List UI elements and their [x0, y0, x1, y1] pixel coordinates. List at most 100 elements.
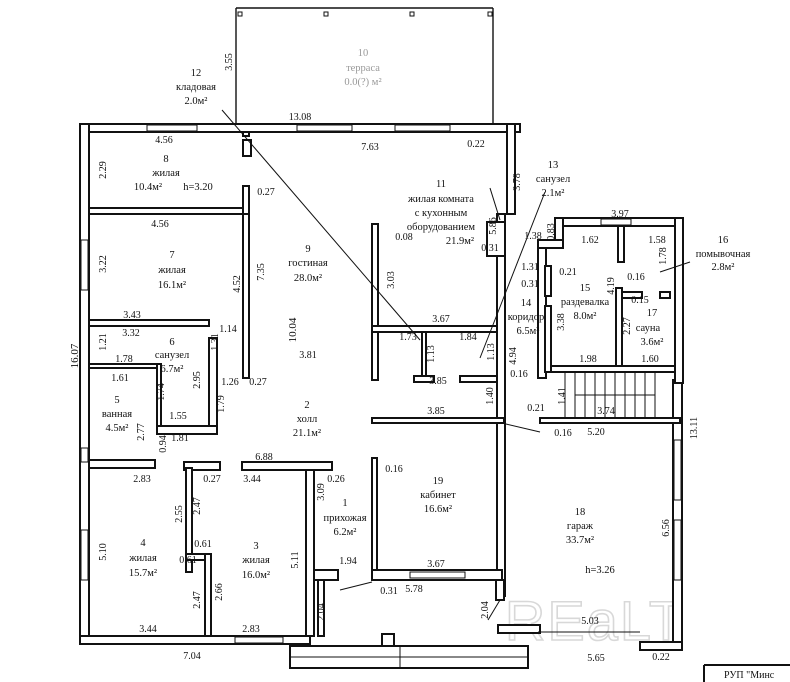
room-18-name: гараж [567, 521, 594, 532]
post-marker [323, 11, 329, 17]
room-6-number: 6 [169, 337, 174, 348]
room-14-number: 14 [521, 298, 532, 309]
dim: 10.04 [287, 317, 299, 342]
dim: 0.21 [559, 267, 577, 278]
dim: 1.73 [399, 332, 417, 343]
room-15-name: раздевалка [561, 297, 610, 308]
dim: 2.83 [133, 474, 151, 485]
dim: 3.09 [316, 483, 327, 501]
room-11-area: 21.9м² [446, 236, 474, 247]
dim: 0.16 [627, 272, 645, 283]
dim: 1.14 [219, 324, 237, 335]
organization-stamp: РУП "Минс [703, 664, 790, 682]
room-3-number: 3 [253, 541, 258, 552]
window [234, 636, 284, 644]
room-labels: 10 терраса 0.0(?) м² 12 кладовая 2.0м² 8… [102, 48, 751, 581]
room-6-name: санузел [155, 350, 189, 361]
room-1-name: прихожая [323, 513, 366, 524]
dim: 1.60 [641, 354, 659, 365]
room-2-area: 21.1м² [293, 428, 321, 439]
dim: 1.62 [581, 235, 599, 246]
dim: 2.47 [192, 591, 203, 609]
room-11-number: 11 [436, 179, 446, 190]
dim: 2.04 [480, 601, 491, 619]
room-16-number: 16 [718, 235, 729, 246]
dim: 1.31 [521, 262, 539, 273]
dim: 5.03 [581, 616, 599, 627]
dim: 5.86 [488, 217, 499, 235]
dim: 0.21 [527, 403, 545, 414]
room-17-name: сауна [636, 323, 661, 334]
dim: 3.85 [429, 376, 447, 387]
dim: 1.81 [171, 433, 189, 444]
leader-lines [221, 109, 691, 633]
room-10-area: 0.0(?) м² [344, 77, 381, 88]
interior-walls [88, 131, 681, 637]
dim: 4.56 [155, 135, 173, 146]
dim: 3.67 [427, 559, 445, 570]
dim: 1.21 [98, 333, 109, 351]
room-5-number: 5 [114, 395, 119, 406]
room-8-number: 8 [163, 154, 168, 165]
room-11-name-3: оборудованием [407, 222, 476, 233]
room-17-area: 3.6м² [641, 337, 664, 348]
room-17-number: 17 [647, 308, 658, 319]
dim: 0.83 [546, 223, 557, 241]
dim: 1.58 [648, 235, 666, 246]
dim: 2.04 [316, 603, 327, 621]
dim: 3.43 [123, 310, 141, 321]
room-12-area: 2.0м² [185, 96, 208, 107]
room-9-number: 9 [305, 244, 310, 255]
dim: 0.16 [385, 464, 403, 475]
staircase [564, 372, 656, 418]
dim: 2.95 [192, 371, 203, 389]
window [673, 519, 682, 581]
dim: 3.81 [299, 350, 317, 361]
room-12-name: кладовая [176, 82, 216, 93]
room-1-area: 6.2м² [334, 527, 357, 538]
dim: 1.94 [339, 556, 357, 567]
dim: 0.22 [467, 139, 485, 150]
dim: 0.16 [510, 369, 528, 380]
room-19-number: 19 [433, 476, 444, 487]
dim: 0.15 [631, 295, 649, 306]
dim: 1.26 [221, 377, 239, 388]
window [673, 439, 682, 501]
dim: 1.41 [557, 387, 568, 405]
window [146, 124, 198, 132]
dim: 0.27 [257, 187, 275, 198]
room-9-name: гостиная [288, 258, 328, 269]
room-11-name-2: с кухонным [415, 208, 468, 219]
dim: 0.27 [203, 474, 221, 485]
dim: 1.31 [210, 333, 221, 351]
room-5-name: ванная [102, 409, 132, 420]
dim: 5.10 [98, 543, 109, 561]
dim: 3.44 [243, 474, 261, 485]
room-18-number: 18 [575, 507, 586, 518]
terrace-outline [235, 7, 494, 124]
room-1-number: 1 [342, 498, 347, 509]
dim: 13.11 [689, 417, 700, 439]
window [80, 447, 89, 463]
dim: 1.79 [216, 395, 227, 413]
room-19-name: кабинет [420, 490, 456, 501]
dim: 0.26 [327, 474, 345, 485]
post-marker [487, 11, 493, 17]
dim: 2.66 [214, 583, 225, 601]
dim: 5.78 [405, 584, 423, 595]
room-15-number: 15 [580, 283, 591, 294]
room-9-area: 28.0м² [294, 273, 322, 284]
dim: 5.11 [290, 551, 301, 568]
dim: 1.38 [524, 231, 542, 242]
dim: 0.31 [521, 279, 539, 290]
window [409, 571, 466, 579]
dim: 0.94 [158, 435, 169, 453]
dim: 13.08 [289, 112, 312, 123]
dim: 6.56 [661, 519, 672, 537]
dim: 3.03 [386, 271, 397, 289]
dim: 2.83 [242, 624, 260, 635]
dim: 7.35 [256, 263, 267, 281]
room-2-number: 2 [304, 400, 309, 411]
room-11-name-1: жилая комната [407, 194, 474, 205]
